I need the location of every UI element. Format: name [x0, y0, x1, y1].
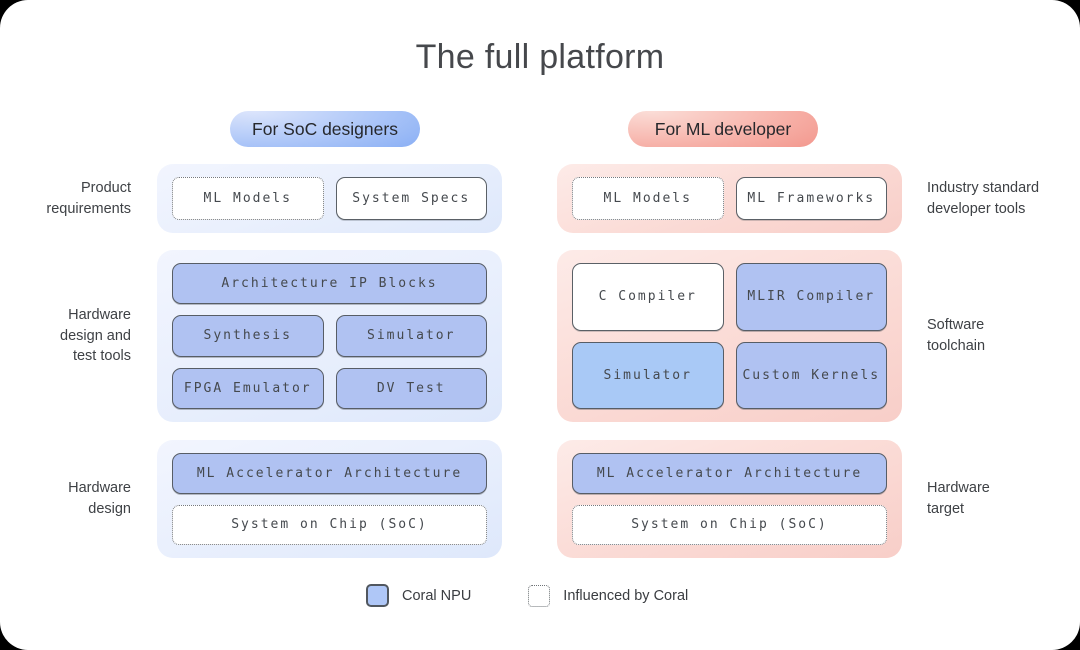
panel-hardware-design-test-tools: Architecture IP Blocks Synthesis Simulat… — [157, 250, 502, 422]
label-product-requirements: Product requirements — [0, 164, 131, 233]
box-system-specs: System Specs — [335, 177, 487, 220]
box-ml-models-soc: ML Models — [172, 177, 324, 220]
panel-row: System on Chip (SoC) — [172, 504, 487, 545]
panel-row: ML Accelerator Architecture — [572, 453, 887, 494]
legend-coral-npu-label: Coral NPU — [402, 587, 472, 604]
panel-industry-standard-tools: ML Models ML Frameworks — [557, 164, 902, 233]
legend-item-influenced: Influenced by Coral — [528, 584, 689, 607]
label-line: Product — [81, 179, 131, 196]
panel-product-requirements: ML Models System Specs — [157, 164, 502, 233]
legend: Coral NPU Influenced by Coral — [366, 584, 688, 607]
panel-row: ML Accelerator Architecture — [172, 453, 487, 494]
label-line: Software — [927, 317, 985, 334]
influenced-by-coral-swatch-icon — [528, 584, 551, 607]
box-dv-test: DV Test — [335, 367, 487, 409]
panel-row: ML Models ML Frameworks — [572, 177, 887, 220]
panel-row: Simulator Custom Kernels — [572, 341, 887, 409]
box-ml-accelerator-architecture-soc: ML Accelerator Architecture — [172, 453, 487, 494]
legend-influenced-label: Influenced by Coral — [563, 587, 689, 604]
label-line: Hardware — [68, 480, 131, 497]
box-custom-kernels: Custom Kernels — [735, 341, 887, 409]
label-line: design — [88, 501, 131, 517]
box-ml-models-ml: ML Models — [572, 177, 724, 220]
label-line: toolchain — [927, 338, 986, 354]
legend-item-coral-npu: Coral NPU — [366, 584, 471, 607]
label-line: requirements — [46, 200, 131, 217]
label-software-toolchain: Software toolchain — [927, 250, 1075, 422]
label-hardware-target: Hardware target — [927, 440, 1075, 558]
label-line: developer tools — [927, 200, 1026, 217]
box-simulator-soc: Simulator — [335, 315, 487, 357]
pill-ml-label: For ML developer — [654, 118, 792, 139]
page-title: The full platform — [415, 38, 665, 76]
panel-row: Architecture IP Blocks — [172, 263, 487, 305]
box-ml-accelerator-architecture-ml: ML Accelerator Architecture — [572, 453, 887, 494]
panel-hardware-target: ML Accelerator Architecture System on Ch… — [557, 440, 902, 558]
box-synthesis: Synthesis — [172, 315, 324, 357]
pill-soc-label: For SoC designers — [252, 118, 398, 139]
label-line: Hardware — [927, 480, 990, 497]
box-fpga-emulator: FPGA Emulator — [172, 367, 324, 409]
label-line: target — [927, 501, 965, 517]
label-line: Hardware — [68, 307, 131, 324]
pill-soc-designers: For SoC designers — [230, 111, 420, 147]
label-line: Industry standard — [927, 179, 1040, 196]
label-line: design and — [60, 327, 131, 344]
box-system-on-chip-ml: System on Chip (SoC) — [572, 504, 887, 545]
panel-row: ML Models System Specs — [172, 177, 487, 220]
panel-row: Synthesis Simulator — [172, 315, 487, 357]
box-system-on-chip-soc: System on Chip (SoC) — [172, 504, 487, 545]
label-line: test tools — [72, 348, 131, 365]
label-hardware-design: Hardware design — [0, 440, 131, 558]
panel-row: FPGA Emulator DV Test — [172, 367, 487, 409]
box-mlir-compiler: MLIR Compiler — [735, 263, 887, 331]
panel-hardware-design: ML Accelerator Architecture System on Ch… — [157, 440, 502, 558]
pill-ml-developer: For ML developer — [628, 111, 818, 147]
box-c-compiler: C Compiler — [572, 263, 724, 331]
coral-npu-swatch-icon — [366, 584, 389, 607]
box-ml-frameworks: ML Frameworks — [735, 177, 887, 220]
panel-software-toolchain: C Compiler MLIR Compiler Simulator Custo… — [557, 250, 902, 422]
panel-row: C Compiler MLIR Compiler — [572, 263, 887, 331]
panel-row: System on Chip (SoC) — [572, 504, 887, 545]
label-hardware-design-test-tools: Hardware design and test tools — [0, 250, 131, 422]
box-architecture-ip-blocks: Architecture IP Blocks — [172, 263, 487, 305]
label-industry-standard-developer-tools: Industry standard developer tools — [927, 164, 1075, 233]
box-simulator-ml: Simulator — [572, 341, 724, 409]
